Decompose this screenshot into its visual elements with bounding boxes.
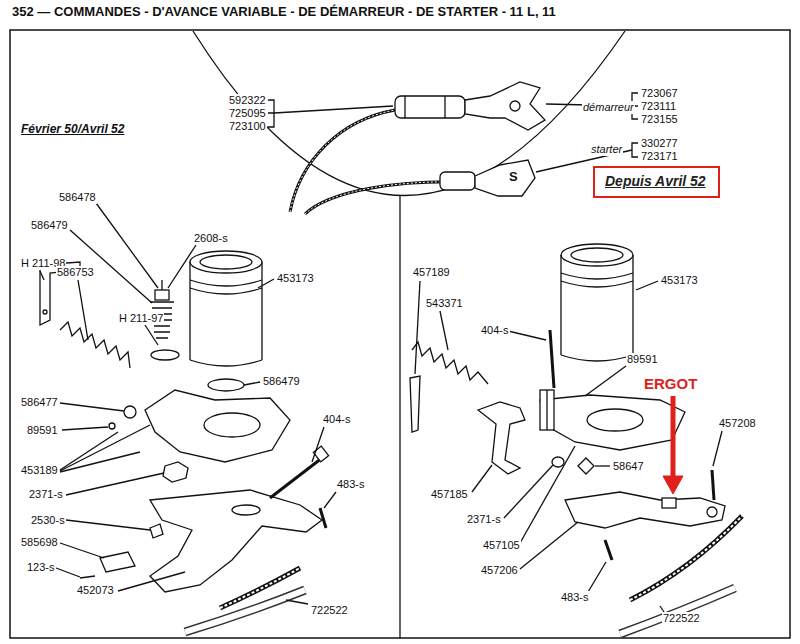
callout-number: H 211-97	[118, 312, 164, 325]
callout-number: 330277	[640, 137, 679, 150]
callout-number: 585698	[20, 536, 59, 549]
period-heading: Février 50/Avril 52	[20, 123, 125, 136]
knob-letter: S	[508, 170, 519, 183]
callout-number: 89591	[26, 424, 59, 437]
callout-number: 723111	[640, 100, 677, 113]
callout-number: 58647	[612, 460, 645, 473]
callout-number: 457208	[718, 417, 757, 430]
callout-number: 457105	[482, 539, 521, 552]
callout-number: 725095	[228, 107, 267, 120]
control-name: démarreur	[582, 101, 635, 114]
period-heading: Depuis Avril 52	[605, 173, 708, 189]
callout-number: 404-s	[480, 324, 510, 337]
callout-number: 457185	[430, 488, 469, 501]
callout-number: 457189	[412, 266, 451, 279]
callout-number: 723067	[640, 87, 679, 100]
callout-number: 457206	[480, 564, 519, 577]
callout-number: 483-s	[336, 478, 366, 491]
callout-number: 586477	[20, 396, 59, 409]
callout-number: 123-s	[26, 561, 56, 574]
period-box: Depuis Avril 52	[593, 166, 720, 198]
control-name: starter	[590, 143, 623, 156]
callout-number: 453173	[276, 272, 315, 285]
callout-number: 723100	[228, 120, 267, 133]
callout-number: 586479	[262, 375, 301, 388]
callout-number: 2371-s	[466, 513, 502, 526]
callout-number: 722522	[310, 604, 349, 617]
callout-number: 89591	[626, 353, 659, 366]
callout-number: 453173	[660, 274, 699, 287]
callout-number: 2608-s	[193, 232, 229, 245]
callout-number: 586479	[30, 219, 69, 232]
page-title: 352 — COMMANDES - D'AVANCE VARIABLE - DE…	[12, 4, 556, 19]
ergot-label: ERGOT	[643, 376, 698, 392]
callout-number: 2530-s	[30, 514, 66, 527]
callout-number: 723171	[640, 150, 679, 163]
callout-number: 483-s	[560, 591, 590, 604]
callout-number: 2371-s	[28, 488, 64, 501]
callout-number: 452073	[76, 584, 115, 597]
callout-number: 453189	[20, 464, 59, 477]
callout-number: 543371	[425, 297, 464, 310]
callout-number: 586753	[56, 266, 95, 279]
callout-number: 723155	[640, 113, 679, 126]
callout-number: 722522	[662, 612, 701, 625]
callout-number: 592322	[228, 94, 267, 107]
callout-number: 404-s	[322, 413, 352, 426]
callout-number: 586478	[58, 191, 97, 204]
